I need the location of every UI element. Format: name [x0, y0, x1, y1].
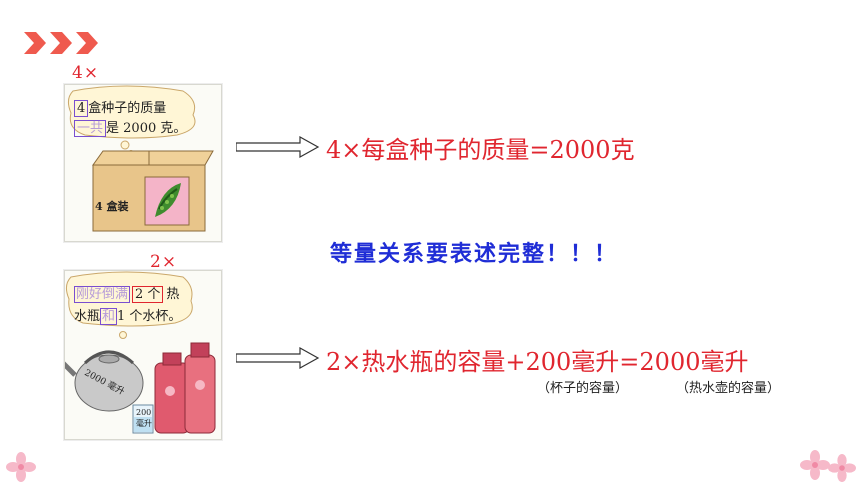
- top-multiplier-mark: 4×: [72, 63, 100, 83]
- flower-icon: [800, 450, 830, 480]
- flower-icon: [828, 454, 856, 482]
- boxed-total-word: 一共: [74, 120, 107, 137]
- cup-label-unit: 毫升: [136, 419, 152, 428]
- equation-seeds: 4×每盒种子的质量=2000克: [326, 136, 635, 164]
- boxed-two-count: 2 个: [132, 286, 164, 303]
- box-label: 4 盒装: [95, 200, 129, 213]
- boxed-fill-phrase: 刚好倒满: [74, 286, 131, 303]
- arrow-right-icon: [236, 347, 320, 369]
- chevron-right-icon: [74, 30, 100, 56]
- bubble-line-2: 一共是 2000 克。: [74, 117, 186, 137]
- boxed-and-word: 和: [100, 308, 118, 325]
- emphasis-text: 等量关系要表述完整！！！: [330, 241, 619, 267]
- thermos-illustration: [65, 271, 216, 434]
- chevron-right-icon: [48, 30, 74, 56]
- cup-label-amount: 200: [136, 408, 152, 417]
- arrow-right-icon: [236, 136, 320, 158]
- boxed-number-4: 4: [74, 100, 89, 117]
- equation-thermos: 2×热水瓶的容量+200毫升=2000毫升: [326, 348, 749, 376]
- bottom-multiplier-mark: 2×: [150, 252, 178, 272]
- note-cup-capacity: （杯子的容量）: [537, 381, 629, 396]
- note-kettle-capacity: （热水壶的容量）: [676, 381, 781, 396]
- chevron-decoration: [22, 30, 100, 56]
- chevron-right-icon: [22, 30, 48, 56]
- seed-box-illustration: [67, 85, 214, 232]
- flower-icon: [6, 452, 36, 482]
